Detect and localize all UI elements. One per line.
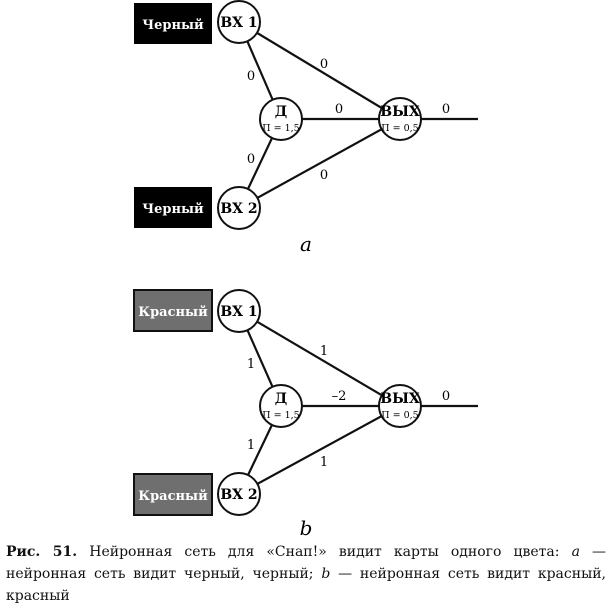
node-b-out-label: ВЫХ: [380, 391, 420, 407]
node-a-hidden-threshold: П = 1,5: [262, 123, 299, 134]
caption-ref-b: b: [321, 566, 331, 582]
weight-a-in1-hidden: 0: [247, 69, 255, 84]
diagram-a-label: a: [300, 232, 312, 256]
node-b-out: [378, 384, 422, 428]
edge-in1-out: [238, 21, 401, 120]
node-a-hidden-label: Д: [275, 104, 287, 120]
weight-a-in2-out: 0: [320, 168, 328, 183]
node-a-in1-label: ВХ 1: [220, 15, 257, 31]
card-a2: [134, 187, 212, 228]
node-a-out: [378, 97, 422, 141]
card-b2: [133, 473, 213, 516]
weight-b-in1-out: 1: [320, 344, 328, 359]
diagram-a: Черный Черный ВХ 1 ВХ 2 Д П = 1,5 ВЫХ П …: [134, 0, 478, 256]
node-b-out-threshold: П = 0,5: [381, 410, 418, 421]
node-b-in1: [217, 289, 261, 333]
node-b-in2: [217, 472, 261, 516]
edge-in2-out: [238, 405, 401, 495]
weight-b-hidden-out: –2: [332, 389, 347, 404]
node-a-in2-label: ВХ 2: [220, 201, 257, 217]
caption-ref-a: a: [571, 544, 580, 560]
weight-b-in1-hidden: 1: [247, 357, 255, 372]
node-b-hidden: [259, 384, 303, 428]
weight-b-in2-hidden: 1: [247, 438, 255, 453]
card-b1: [133, 289, 213, 332]
node-b-in2-label: ВХ 2: [220, 487, 257, 503]
caption-lead: Рис. 51.: [6, 544, 78, 560]
weight-a-hidden-out: 0: [335, 102, 343, 117]
node-a-out-threshold: П = 0,5: [381, 123, 418, 134]
node-b-hidden-threshold: П = 1,5: [262, 410, 299, 421]
card-a1: [134, 3, 212, 44]
diagram-canvas: Черный Черный ВХ 1 ВХ 2 Д П = 1,5 ВЫХ П …: [133, 0, 478, 540]
diagram-b: Красный Красный ВХ 1 ВХ 2 Д П = 1,5 ВЫХ …: [133, 289, 478, 540]
figure-caption: Рис. 51. Нейронная сеть для «Снап!» види…: [6, 541, 606, 607]
card-a2-label: Черный: [142, 202, 204, 217]
weight-a-output: 0: [442, 102, 450, 117]
weight-a-in1-out: 0: [320, 57, 328, 72]
caption-part2: — нейронная сеть видит черный, черный;: [6, 544, 607, 582]
card-b2-label: Красный: [138, 489, 208, 504]
card-b1-label: Красный: [138, 305, 208, 320]
node-a-in2: [217, 186, 261, 230]
diagram-b-label: b: [300, 516, 313, 540]
caption-part1: Нейронная сеть для «Снап!» видит карты о…: [77, 544, 572, 560]
edge-in2-out: [238, 118, 401, 209]
weight-b-output: 0: [442, 389, 450, 404]
node-b-hidden-label: Д: [275, 391, 287, 407]
card-a1-label: Черный: [142, 18, 204, 33]
weight-a-in2-hidden: 0: [247, 152, 255, 167]
weight-b-in2-out: 1: [320, 455, 328, 470]
node-a-hidden: [259, 97, 303, 141]
edge-in1-out: [238, 310, 401, 407]
node-a-in1: [217, 0, 261, 44]
node-a-out-label: ВЫХ: [380, 104, 420, 120]
node-b-in1-label: ВХ 1: [220, 304, 257, 320]
